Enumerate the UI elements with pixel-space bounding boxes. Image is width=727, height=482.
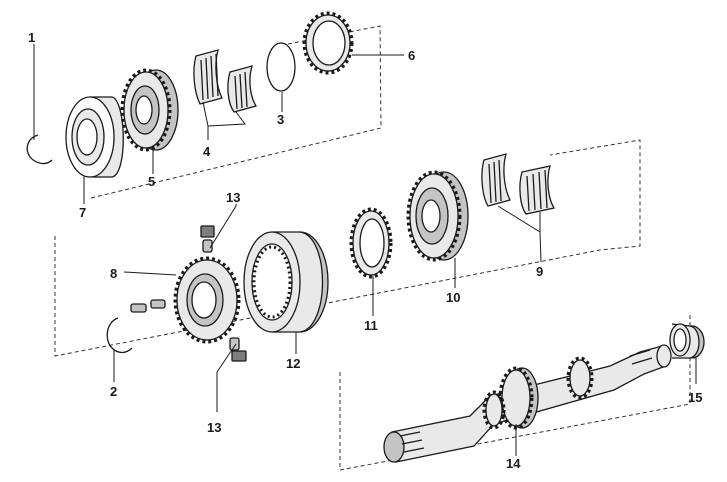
callout-12: 12: [286, 356, 300, 371]
synchronizer-hub-8: [173, 256, 241, 344]
synchronizer-key-lower: [229, 337, 247, 362]
snap-ring-3: [266, 42, 296, 92]
callout-7: 7: [79, 205, 86, 220]
shaft-gear-small: [482, 390, 506, 430]
callout-2: 2: [110, 384, 117, 399]
needle-bearing-9a: [481, 153, 511, 207]
needle-bearing-4b: [227, 65, 257, 113]
callout-15: 15: [688, 390, 702, 405]
callout-5: 5: [148, 174, 155, 189]
shaft-gear-mid: [566, 356, 594, 400]
callout-10: 10: [446, 290, 460, 305]
callout-14: 14: [506, 456, 521, 471]
callout-1: 1: [28, 30, 35, 45]
synchronizer-ring-6: [302, 11, 354, 75]
needle-bearing-4a: [193, 49, 223, 105]
synchronizer-ring-11: [349, 207, 393, 279]
callout-11: 11: [364, 318, 378, 333]
callout-9: 9: [536, 264, 543, 279]
gear-10: [406, 170, 469, 262]
callout-13-lower: 13: [207, 420, 221, 435]
callout-4: 4: [203, 144, 211, 159]
ball-bearing: [65, 96, 124, 178]
callout-3: 3: [277, 112, 284, 127]
spring-left: [130, 299, 166, 313]
callout-labels: 1 2 3 4 5 6 7 8 9 10 11 12 13 13 14 15: [28, 30, 702, 471]
snap-ring-lower: [106, 317, 133, 354]
synchronizer-key-upper: [200, 225, 215, 253]
leader-lines: [33, 44, 697, 456]
main-shaft-14: [383, 344, 672, 463]
synchronizer-sleeve-12: [243, 231, 329, 333]
assembly-outline-upper: [90, 25, 382, 199]
callout-6: 6: [408, 48, 415, 63]
assembly-outline-middle: [54, 139, 641, 357]
snap-ring-upper: [26, 134, 53, 165]
gear-5: [120, 68, 179, 152]
needle-bearing-9b: [519, 165, 556, 215]
callout-13-upper: 13: [226, 190, 240, 205]
bushing-15: [669, 323, 705, 359]
callout-8: 8: [110, 266, 117, 281]
